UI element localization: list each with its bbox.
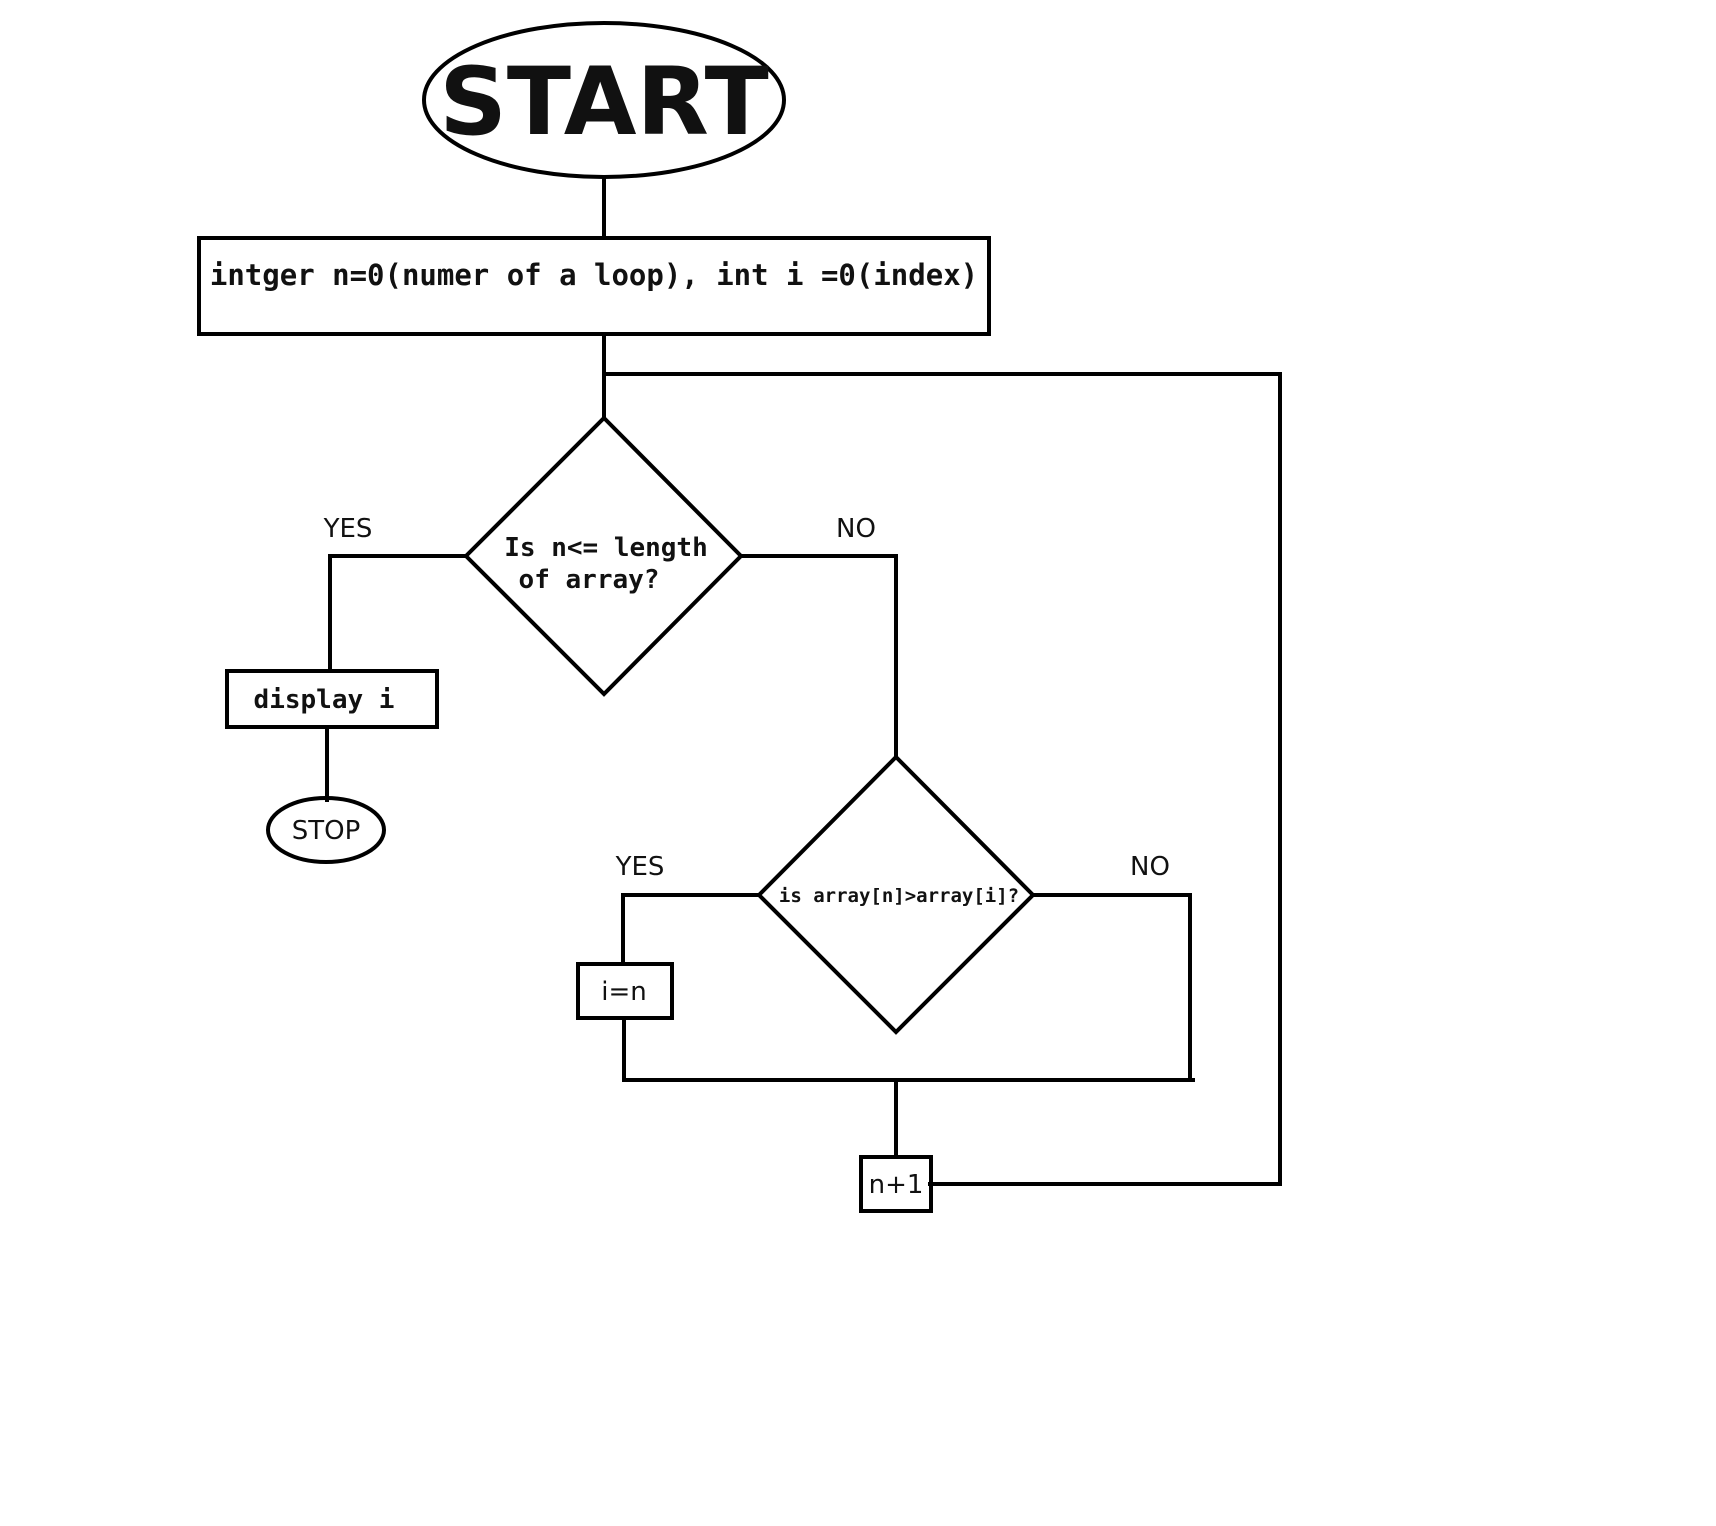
decision1-yes-label: YES [323, 514, 373, 544]
stop-label: STOP [292, 816, 361, 846]
decision2-label: is array[n]>array[i]? [779, 885, 1019, 907]
display-label: display i [254, 685, 395, 715]
decision1-label-line1: Is n<= length [504, 533, 708, 563]
increment-process-box [859, 1155, 933, 1213]
connector-assign-merge [622, 1016, 1195, 1082]
init-label: intger n=0(numer of a loop), int i =0(in… [210, 258, 978, 292]
increment-label: n+1 [869, 1170, 924, 1200]
display-output-box [225, 669, 439, 729]
decision1-label-line2: of array? [519, 565, 660, 595]
decision2-diamond [756, 754, 1036, 1035]
connector-decision1-yes [328, 554, 468, 673]
init-process-box [197, 236, 991, 336]
stop-terminator [266, 796, 386, 864]
connector-decision2-yes [621, 893, 761, 966]
start-label: START [439, 48, 769, 157]
connector-decision1-no [739, 554, 898, 759]
assign-label: i=n [601, 977, 647, 1007]
decision2-yes-label: YES [615, 852, 665, 882]
connector-decision2-no [1031, 893, 1192, 1082]
decision1-diamond [463, 415, 744, 697]
decision2-no-label: NO [1130, 852, 1170, 882]
loop-back-connector [602, 372, 1282, 1186]
decision1-no-label: NO [836, 514, 876, 544]
